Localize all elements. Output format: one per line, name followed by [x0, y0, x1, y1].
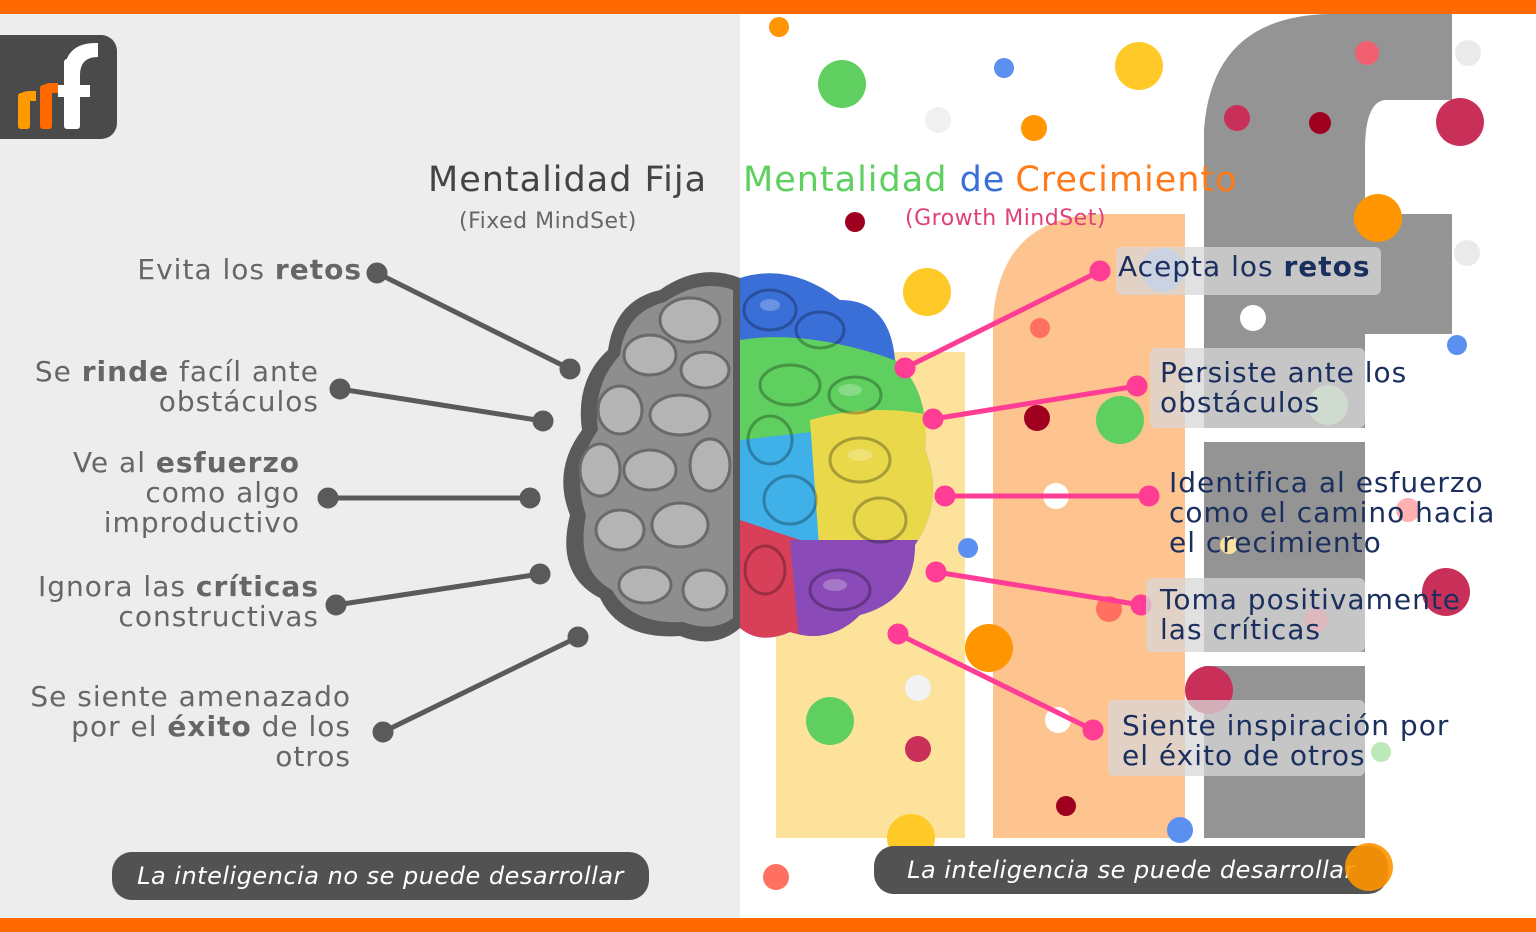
growth-trait-5-highlight: [1108, 700, 1365, 776]
growth-trait-4-line2: las críticas: [1160, 613, 1322, 646]
fixed-mindset-subtitle: (Fixed MindSet): [459, 209, 637, 234]
growth-trait-1: Acepta los retos: [1118, 252, 1371, 282]
fixed-trait-5-pre: por el: [71, 710, 168, 743]
fixed-trait-5-line1: Se siente amenazado: [30, 680, 351, 713]
growth-belief-pill: La inteligencia se puede desarrollar: [874, 846, 1388, 894]
growth-trait-4-line1: Toma positivamente: [1160, 583, 1462, 616]
fixed-trait-4-line2: constructivas: [118, 600, 319, 633]
growth-title-word-3: Crecimiento: [1015, 160, 1238, 200]
growth-mindset-subtitle: (Growth MindSet): [905, 206, 1106, 231]
logo-mark-icon: [18, 43, 98, 129]
fixed-trait-2-bold: rinde: [81, 355, 170, 388]
brain-right-hemisphere: [740, 273, 933, 638]
growth-trait-3-line1: Identifica al esfuerzo: [1169, 466, 1484, 499]
fixed-mindset-title: Mentalidad Fija: [428, 160, 708, 200]
fixed-trait-1: Evita los retos: [137, 255, 362, 285]
fixed-trait-5-post: de los: [251, 710, 351, 743]
fixed-trait-4-bold: críticas: [195, 570, 319, 603]
fixed-trait-3: Ve al esfuerzo como algo improductivo: [73, 448, 300, 538]
growth-trait-5-line2: el éxito de otros: [1122, 739, 1366, 772]
growth-trait-2: Persiste ante los obstáculos: [1160, 358, 1407, 418]
fixed-trait-4: Ignora las críticas constructivas: [38, 572, 319, 632]
fixed-trait-2: Se rinde facíl ante obstáculos: [35, 357, 319, 417]
fixed-trait-2-line2: obstáculos: [158, 385, 319, 418]
growth-trait-3-line2: como el camino hacia: [1169, 496, 1496, 529]
logo: [0, 35, 117, 139]
fixed-trait-5: Se siente amenazado por el éxito de los …: [30, 682, 351, 772]
top-orange-bar: [0, 0, 1536, 14]
growth-trait-1-pre: Acepta los: [1118, 250, 1284, 283]
growth-trait-3: Identifica al esfuerzo como el camino ha…: [1169, 468, 1495, 558]
growth-trait-5-line1: Siente inspiración por: [1122, 709, 1450, 742]
growth-title-word-2: de: [959, 160, 1006, 200]
fixed-trait-3-line2: como algo: [145, 476, 300, 509]
growth-trait-1-bold: retos: [1283, 250, 1371, 283]
growth-trait-4: Toma positivamente las críticas: [1160, 585, 1461, 645]
fixed-trait-2-pre: Se: [34, 355, 82, 388]
growth-connectors: [887, 260, 1160, 741]
fixed-trait-3-bold: esfuerzo: [155, 446, 300, 479]
growth-trait-1-highlight: [1116, 247, 1381, 295]
growth-trait-3-line3: el crecimiento: [1169, 526, 1382, 559]
growth-trait-2-highlight: [1150, 348, 1365, 428]
fixed-trait-1-bold: retos: [274, 253, 362, 286]
fixed-trait-3-pre: Ve al: [72, 446, 156, 479]
growth-trait-4-highlight: [1146, 578, 1365, 652]
bottom-orange-bar: [0, 918, 1536, 932]
growth-trait-5: Siente inspiración por el éxito de otros: [1122, 711, 1449, 771]
fixed-belief-pill: La inteligencia no se puede desarrollar: [112, 852, 649, 900]
fixed-trait-5-bold: éxito: [167, 710, 252, 743]
fixed-trait-2-post: facíl ante: [169, 355, 319, 388]
fixed-trait-1-pre: Evita los: [137, 253, 275, 286]
growth-title-word-1: Mentalidad: [743, 160, 948, 200]
growth-trait-2-line2: obstáculos: [1160, 386, 1321, 419]
background-letter-r-orange: [993, 213, 1185, 839]
fixed-trait-4-pre: Ignora las: [37, 570, 196, 603]
fixed-trait-3-line3: improductivo: [103, 506, 300, 539]
fixed-connectors: [317, 262, 589, 743]
fixed-trait-5-line3: otros: [275, 740, 351, 773]
growth-trait-2-line1: Persiste ante los: [1160, 356, 1408, 389]
